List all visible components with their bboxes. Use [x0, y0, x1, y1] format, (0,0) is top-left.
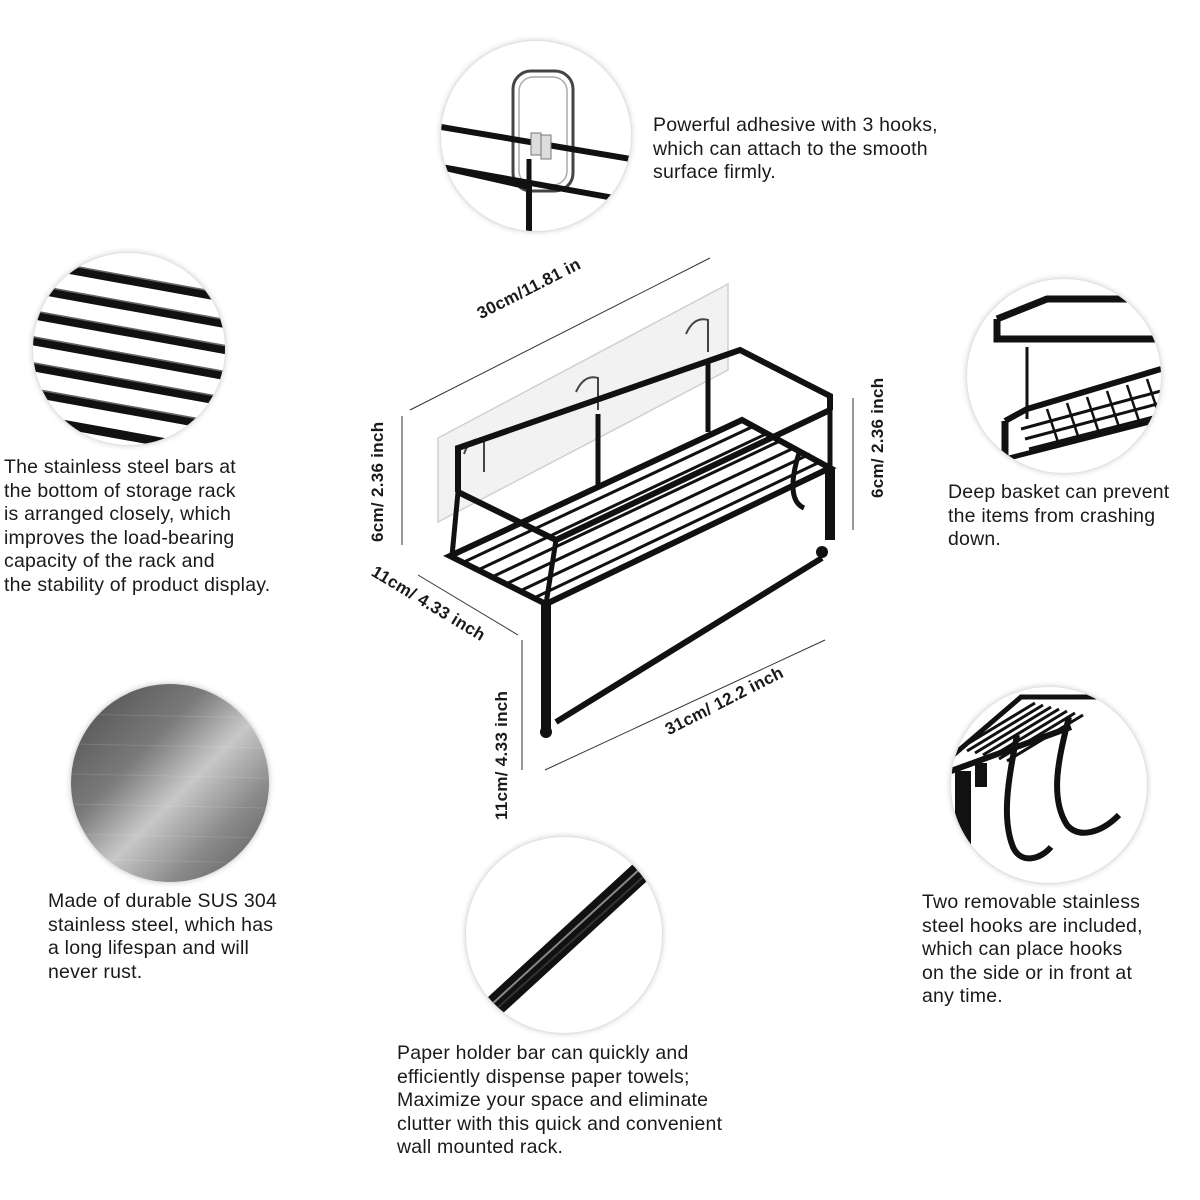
adhesive-hook-circle	[440, 40, 632, 232]
steel-feature-text: Made of durable SUS 304 stainless steel,…	[48, 890, 277, 983]
steel-bars-detail-icon	[33, 258, 225, 445]
paper-holder-bar-detail-icon	[466, 856, 657, 1033]
removable-hooks-detail-icon	[951, 694, 1147, 862]
adhesive-hook-detail-icon	[441, 69, 631, 231]
adhesive-feature-text: Powerful adhesive with 3 hooks, which ca…	[653, 114, 938, 183]
paper-bar-circle	[465, 836, 663, 1034]
steel-bars-circle	[32, 252, 226, 446]
dimension-leg-height: 11cm/ 4.33 inch	[492, 690, 511, 820]
paper-bar-feature-text: Paper holder bar can quickly and efficie…	[397, 1042, 723, 1158]
brushed-steel-circle	[70, 683, 270, 883]
steel-bars-feature-text: The stainless steel bars at the bottom o…	[4, 456, 271, 596]
dimension-right-height: 6cm/ 2.36 inch	[868, 377, 887, 498]
shower-caddy-rack-illustration	[401, 257, 854, 771]
hooks-circle	[950, 686, 1148, 884]
deep-basket-circle	[966, 278, 1162, 474]
brushed-steel-texture-icon	[71, 684, 269, 882]
dimension-left-height: 6cm/ 2.36 inch	[368, 421, 387, 542]
deep-basket-feature-text: Deep basket can prevent the items from c…	[948, 481, 1170, 550]
deep-basket-detail-icon	[993, 295, 1161, 462]
hooks-feature-text: Two removable stainless steel hooks are …	[922, 891, 1143, 1007]
